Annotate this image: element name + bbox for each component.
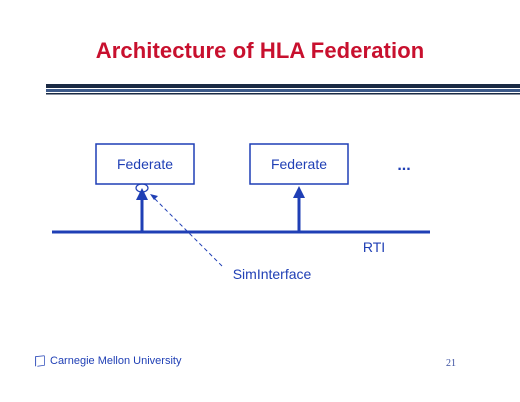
divider-line-dark [46, 84, 520, 88]
federate-1-rti-arrow [136, 188, 148, 232]
siminterface-pointer [150, 194, 223, 267]
cmu-logo-mark-icon [35, 355, 45, 367]
siminterface-node [135, 183, 149, 193]
federate-label-1: Federate [117, 156, 173, 172]
rti-label: RTI [363, 239, 385, 255]
page-number: 21 [446, 358, 456, 369]
siminterface-label: SimInterface [233, 266, 312, 282]
footer-institution: Carnegie Mellon University [50, 355, 182, 367]
slide-title: Architecture of HLA Federation [95, 38, 425, 63]
federate-box-1: Federate [95, 143, 195, 185]
federate-label-2: Federate [271, 156, 327, 172]
divider-line-mid [46, 89, 520, 92]
federate-2-rti-arrow [293, 186, 305, 232]
divider-line-thin [46, 93, 520, 95]
federate-box-2: Federate [249, 143, 349, 185]
title-divider [46, 84, 520, 95]
more-federates-indicator: ... [397, 157, 410, 174]
footer-logo: Carnegie Mellon University [33, 354, 181, 368]
